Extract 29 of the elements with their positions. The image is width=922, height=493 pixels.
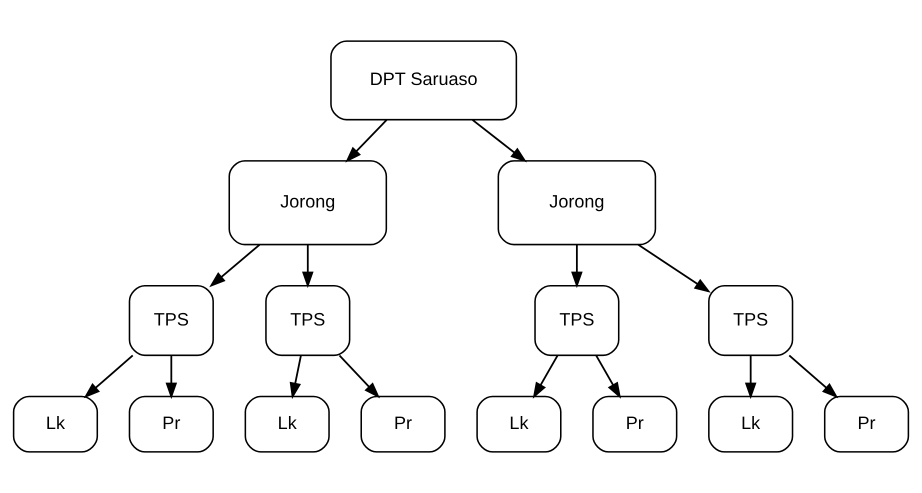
arrow [345,119,388,163]
arrow [788,354,838,398]
arrow [84,354,134,398]
node-box: Lk [476,396,562,453]
arrow [595,355,621,399]
node-box: Pr [592,396,678,453]
arrow [638,244,711,293]
arrow [571,244,583,288]
node-box: Lk [244,396,330,453]
arrow [472,119,527,162]
arrow [302,244,314,288]
node-box: TPS [128,285,214,356]
arrow [290,355,302,400]
node-box: Jorong [228,160,388,246]
node-box: TPS [534,285,620,356]
node-box: Pr [824,396,910,453]
node-box: Lk [12,396,98,453]
arrow [209,244,260,288]
node-box: Pr [360,396,446,453]
node-box: TPS [265,285,350,356]
node-box: TPS [708,285,794,356]
arrow [166,355,178,400]
arrow [532,355,558,399]
node-box: Jorong [498,160,656,246]
node-box: Pr [128,396,214,453]
arrow [338,354,380,398]
node-box: DPT Saruaso [330,40,518,120]
arrow [744,355,756,400]
node-box: Lk [708,396,794,453]
